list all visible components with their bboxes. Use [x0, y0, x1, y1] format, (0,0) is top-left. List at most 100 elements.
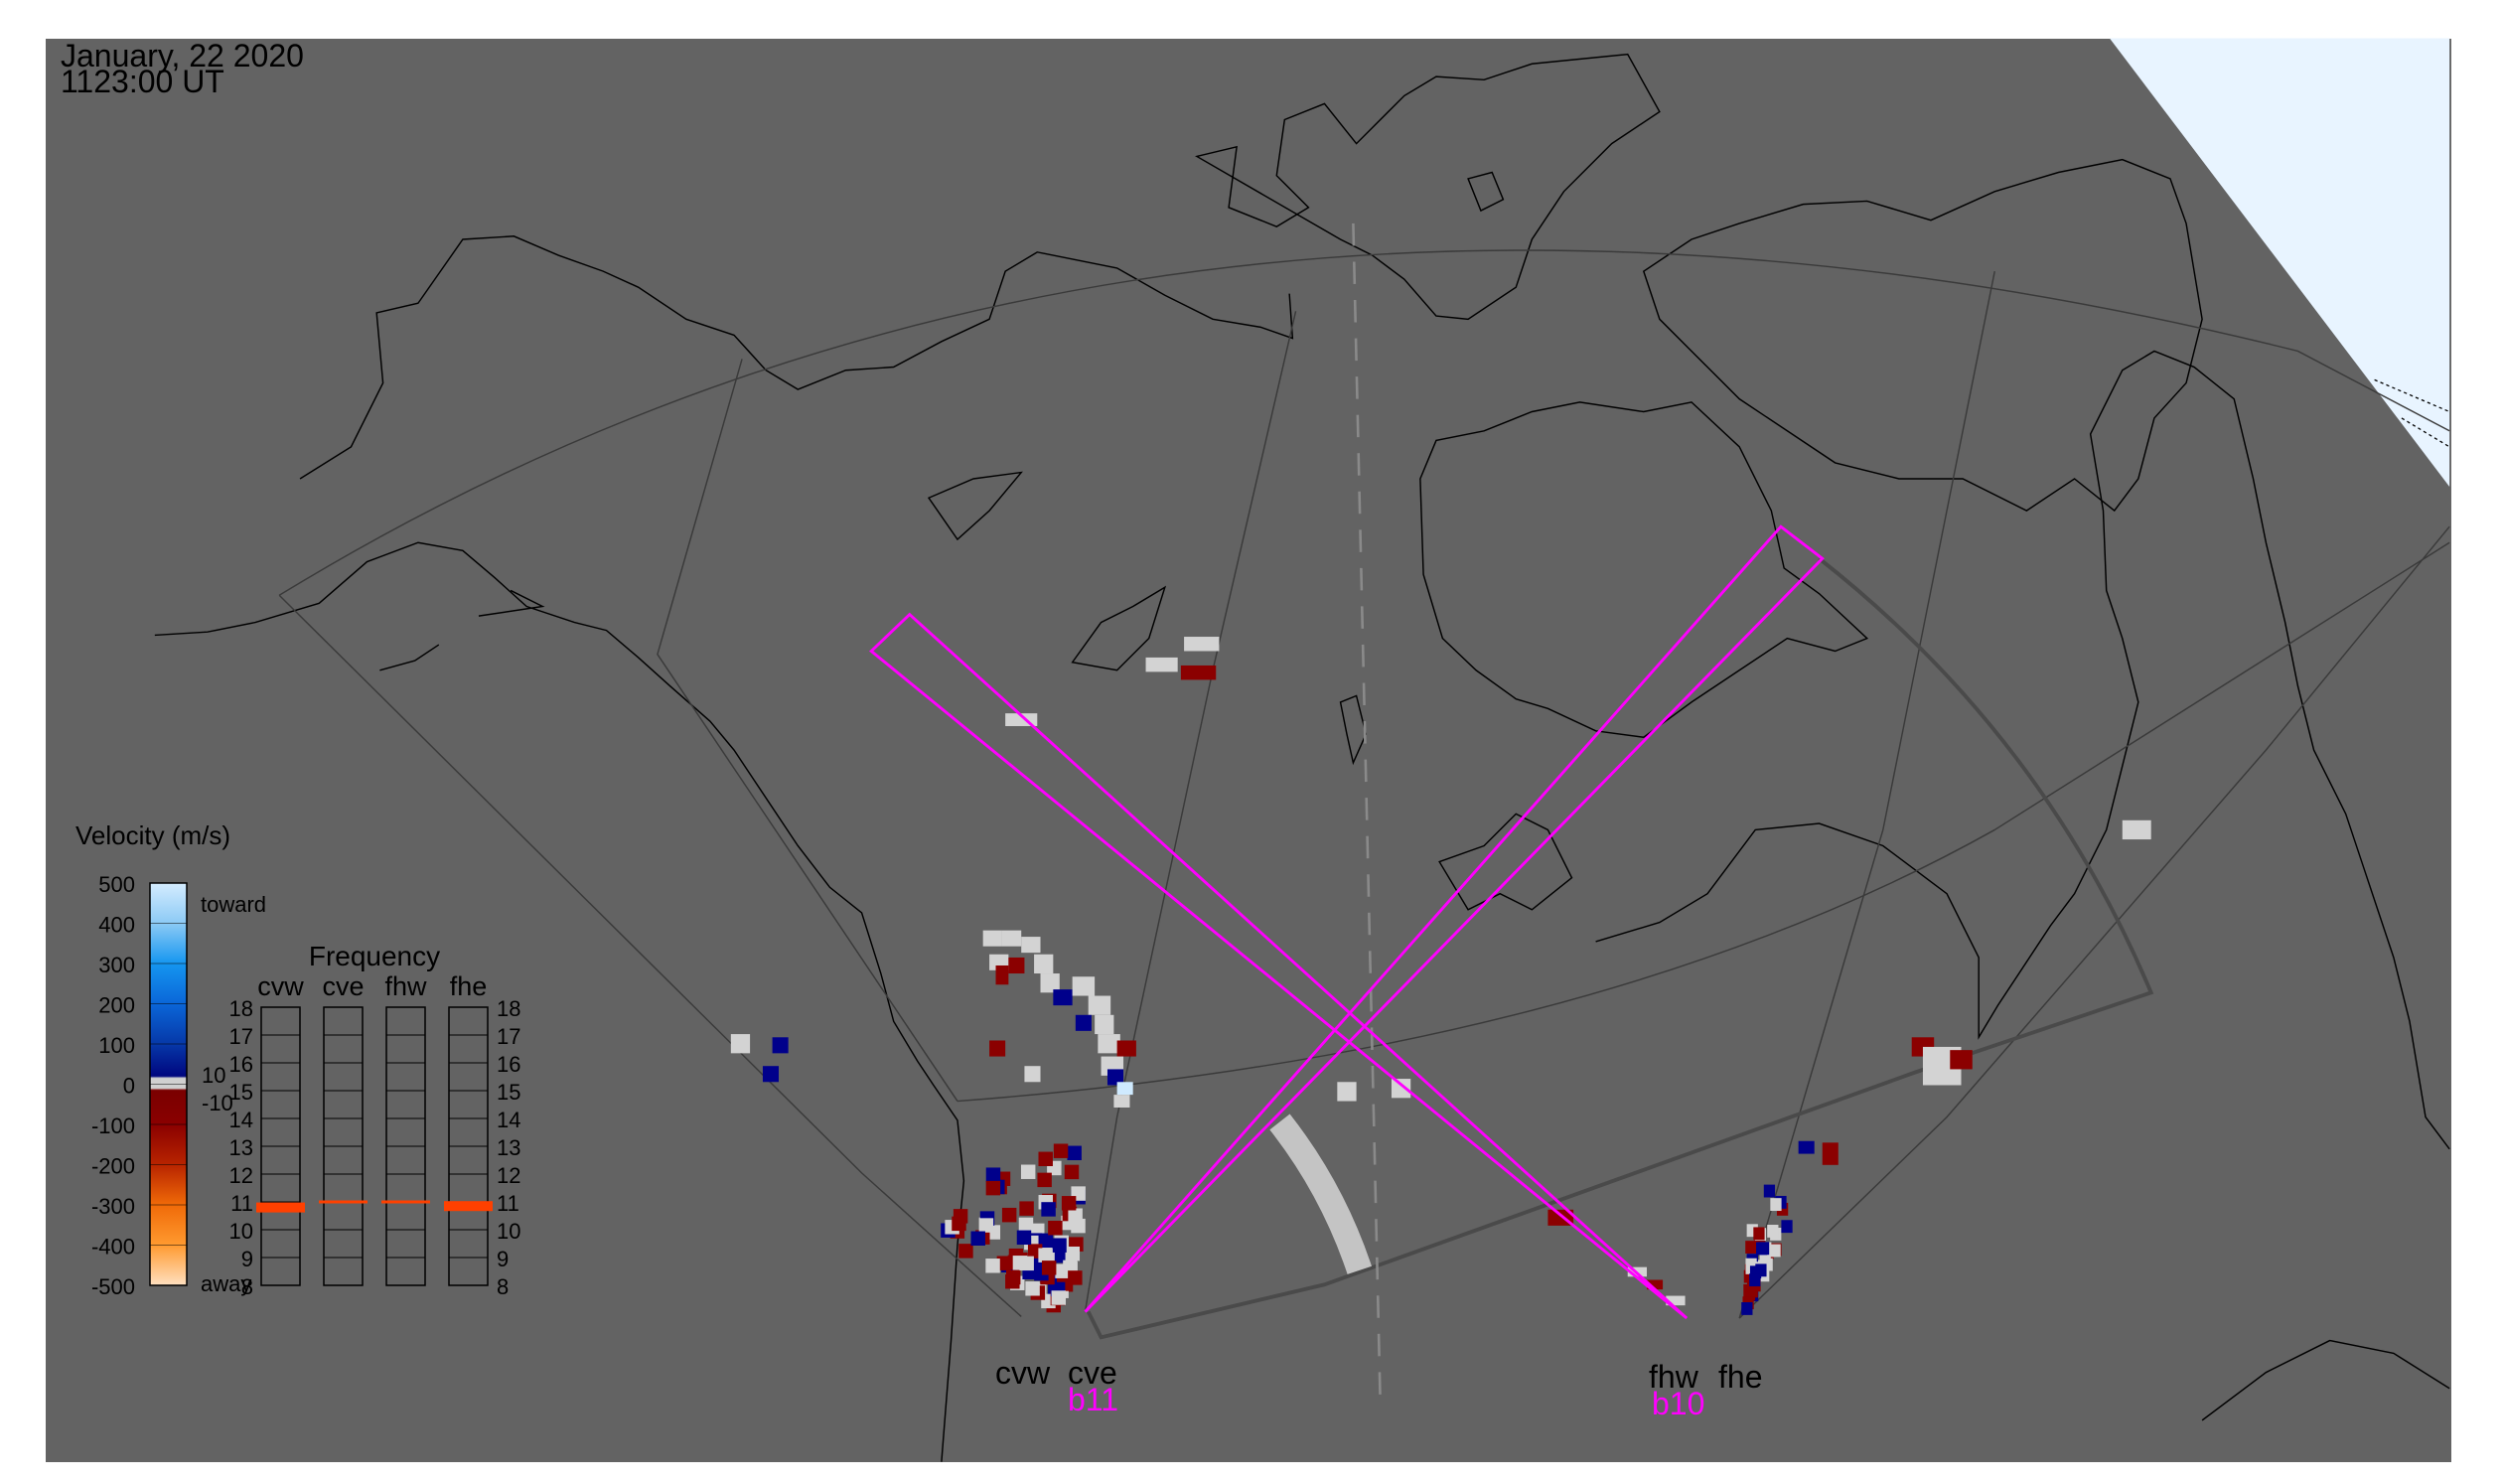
velocity-tick: 500 — [98, 872, 135, 897]
beam-b10[interactable] — [869, 612, 1689, 1320]
velocity-legend-title: Velocity (m/s) — [75, 820, 230, 850]
scatter-cell — [1754, 1235, 1766, 1249]
scatter-cell — [2122, 819, 2151, 840]
scatter-cell — [762, 1066, 780, 1083]
freq-column-label-cve: cve — [322, 971, 364, 1001]
scatter-cell — [1095, 1014, 1114, 1035]
beam-label-b11: b11 — [1068, 1382, 1118, 1417]
scatter-cell — [995, 965, 1009, 985]
gs-upper-label: 10 — [202, 1063, 225, 1088]
scatter-cell — [1106, 1069, 1124, 1086]
scatter-cell — [1067, 1145, 1082, 1161]
scatter-cell — [1018, 1217, 1034, 1233]
scatter-cell — [1337, 1082, 1357, 1102]
scatter-cell — [1051, 1290, 1067, 1305]
freq-column-label-fhe: fhe — [450, 971, 488, 1001]
away-label: away — [201, 1271, 251, 1296]
velocity-tick: 400 — [98, 913, 135, 938]
date-label: January, 22 2020 — [61, 38, 304, 74]
time-label: 1123:00 UT — [61, 64, 224, 99]
velocity-tick: 0 — [123, 1074, 135, 1099]
scatter-cell — [1391, 1079, 1411, 1099]
radar-label-fhw: fhw — [1649, 1359, 1699, 1395]
gs-lower-label: -10 — [202, 1091, 233, 1115]
scatter-cell — [772, 1037, 789, 1054]
scatter-cell — [1038, 1151, 1053, 1167]
freq-tick-right: 9 — [497, 1247, 509, 1271]
freq-tick-right: 15 — [497, 1080, 520, 1105]
scatter-cell — [1001, 930, 1022, 947]
scatter-cell — [1741, 1302, 1753, 1315]
scatter-cell — [1038, 1248, 1053, 1262]
scatter-cell — [1025, 1281, 1040, 1296]
meridian-dashed — [1352, 223, 1382, 1405]
freq-tick-left: 14 — [229, 1108, 253, 1132]
freq-tick-right: 10 — [497, 1219, 520, 1244]
coastlines — [154, 53, 2450, 1462]
map-background — [46, 39, 2451, 1462]
scatter-cell — [1068, 1208, 1083, 1223]
terminator-line — [2374, 378, 2450, 448]
velocity-tick: -400 — [91, 1235, 135, 1260]
scatter-cells — [730, 637, 2151, 1315]
scatter-cell — [1020, 1164, 1036, 1179]
freq-tick-left: 11 — [230, 1191, 253, 1216]
velocity-tick: 200 — [98, 993, 135, 1018]
velocity-tick: -500 — [91, 1274, 135, 1299]
scatter-cell — [1008, 957, 1025, 974]
scatter-cell — [1019, 1201, 1034, 1216]
scatter-cell — [1770, 1198, 1782, 1212]
scatter-cell — [1755, 1263, 1767, 1277]
scatter-cell — [1113, 1095, 1130, 1108]
radar-label-cve: cve — [1068, 1355, 1117, 1391]
ground-scatter-arc — [1269, 1113, 1373, 1274]
scatter-cell — [978, 1218, 994, 1233]
scatter-cell — [985, 1180, 1001, 1196]
scatter-cell — [989, 1040, 1006, 1057]
scatter-cell — [1753, 1227, 1765, 1241]
freq-tick-left: 15 — [229, 1080, 253, 1105]
scatter-cell — [1761, 1258, 1773, 1271]
scatter-cell — [1798, 1140, 1815, 1154]
freq-tick-right: 8 — [497, 1274, 509, 1299]
scatter-cell — [1052, 1238, 1067, 1253]
scatter-cell — [1072, 976, 1096, 996]
freq-tick-right: 13 — [497, 1135, 520, 1160]
map-layer — [154, 38, 2450, 1462]
scatter-cell — [1098, 1034, 1120, 1054]
beam-b11[interactable] — [1084, 524, 1825, 1313]
scatter-cell — [970, 1231, 985, 1246]
scatter-cell — [996, 1256, 1012, 1270]
freq-mark-fhe — [444, 1201, 493, 1212]
scatter-cell — [1041, 1261, 1057, 1275]
freq-tick-left: 16 — [229, 1052, 253, 1077]
scatter-cell — [1116, 1082, 1133, 1096]
freq-tick-right: 17 — [497, 1024, 520, 1049]
scatter-cell — [1745, 1241, 1757, 1254]
scatter-cell — [982, 930, 1002, 947]
scatter-cell — [1781, 1220, 1793, 1234]
scatter-cell — [1016, 1230, 1032, 1246]
freq-tick-left: 8 — [241, 1274, 253, 1299]
velocity-tick: -200 — [91, 1154, 135, 1179]
scatter-cell — [1001, 1207, 1017, 1223]
toward-label: toward — [201, 892, 266, 917]
freq-tick-left: 10 — [229, 1219, 253, 1244]
daylight-region — [2109, 38, 2450, 488]
freq-mark-cvw — [256, 1202, 305, 1213]
scatter-cell — [1053, 989, 1073, 1006]
velocity-tick: -300 — [91, 1194, 135, 1219]
freq-tick-right: 14 — [497, 1108, 520, 1132]
scatter-cell — [1064, 1164, 1080, 1180]
scatter-cell — [1088, 995, 1111, 1015]
velocity-tick: -100 — [91, 1113, 135, 1138]
freq-tick-left: 17 — [229, 1024, 253, 1049]
freq-tick-right: 12 — [497, 1163, 520, 1188]
scatter-cell — [1769, 1244, 1781, 1258]
freq-tick-left: 13 — [229, 1135, 253, 1160]
scatter-cell — [1776, 1202, 1789, 1216]
scatter-cell — [1647, 1279, 1664, 1290]
scatter-cell — [1040, 973, 1060, 993]
